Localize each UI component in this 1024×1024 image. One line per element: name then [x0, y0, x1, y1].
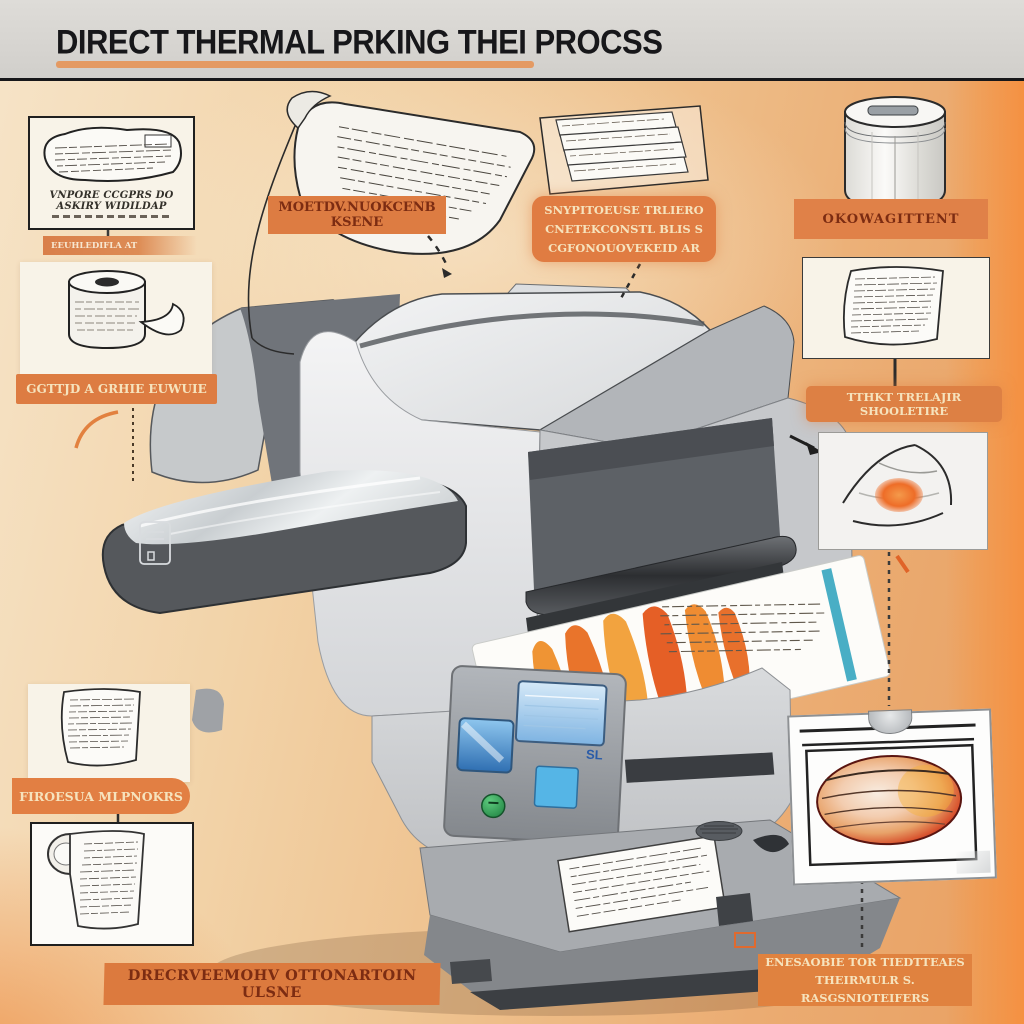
power-button[interactable]	[481, 793, 506, 819]
left-roll-text: GGTTJD A GRHIE EUWUIE	[26, 382, 207, 396]
page-title: DIRECT THERMAL PRKING THEI PROCSS	[56, 22, 663, 62]
sheet-stack-sketch	[539, 105, 709, 195]
paper-out-label: FIROESUA MLPNOKRS	[12, 778, 190, 814]
vent-grille	[695, 821, 743, 841]
orange-marker	[734, 932, 756, 948]
scroll-card	[30, 822, 194, 946]
bottom-label-text: DRECRVEEMOHV OTTONARTOIN ULSNE	[127, 967, 417, 1001]
print-head-bar	[528, 418, 774, 480]
stack-label-box: SNYPITOEUSE TRLIERO CNETEKCONSTL BLIS S …	[532, 196, 716, 262]
label-pack-sketch	[42, 126, 182, 182]
base-foot-left	[450, 959, 492, 984]
connectors	[74, 226, 910, 952]
crumpled-card	[818, 432, 988, 550]
teal-stripe	[821, 568, 857, 682]
printed-text-lines	[660, 603, 825, 653]
bottom-label-bar: DRECRVEEMOHV OTTONARTOIN ULSNE	[103, 963, 441, 1005]
dashed-arrow	[427, 235, 450, 269]
header-bar: DIRECT THERMAL PRKING THEI PROCSS	[0, 0, 1024, 81]
roll-label-text: OKOWAGITTENT	[822, 211, 960, 227]
thermal-printer: SL	[101, 283, 902, 1010]
head-label-text: TTHKT TRELAJIR SHOOLETIRE	[846, 390, 962, 418]
output-slot-shadow	[526, 562, 784, 634]
front-output-slot	[624, 752, 775, 783]
printer-lid-seam	[359, 311, 705, 349]
heated-label-card	[787, 708, 997, 886]
arrowhead-icon	[442, 268, 452, 278]
receipt-sketch	[557, 835, 727, 933]
orange-arc	[74, 410, 119, 449]
title-underline	[56, 61, 534, 68]
stack-label-line2: CNETEKCONSTL BLIS S	[545, 221, 703, 236]
left-roll-card	[20, 262, 212, 374]
control-panel: SL	[443, 665, 775, 845]
paper-out-card	[28, 684, 190, 782]
printed-doc-card	[802, 257, 990, 359]
printed-document-sketch	[842, 266, 944, 346]
media-feed-label: MOETDV.NUOKCENB KSENE	[268, 196, 446, 234]
energy-label-line1: ENESAOBIE TOR TIEDTTEAES	[765, 955, 965, 969]
glossy-media-sheet	[124, 470, 458, 545]
status-display[interactable]	[514, 680, 608, 747]
media-feed-text: MOETDV.NUOKCENB KSENE	[278, 200, 436, 230]
dotted-connector	[618, 263, 642, 301]
paper-out-text: FIROESUA MLPNOKRS	[19, 788, 183, 804]
feed-strip-label: EEUHLEDIFLA AT	[43, 236, 197, 255]
base-foot-right	[716, 893, 753, 926]
heated-label-sketch	[799, 723, 978, 867]
supply-pack-caption: VNPORE CCGPRS DO ASKIRY WIDILDAP	[49, 190, 174, 212]
corner-fold	[955, 850, 991, 874]
media-roll-sketch	[844, 96, 946, 210]
stack-label-line3: CGFONOUOVEKEID AR	[548, 240, 700, 255]
energy-label-line2: THEIRMULR S. RASGSNIOTEIFERS	[800, 973, 930, 1005]
head-label-box: TTHKT TRELAJIR SHOOLETIRE	[806, 386, 1002, 422]
document-sketch	[60, 688, 141, 767]
caption-subline	[52, 215, 171, 218]
stack-label-line1: SNYPITOEUSE TRLIERO	[544, 202, 704, 217]
base-hook	[753, 834, 789, 853]
touch-key[interactable]	[533, 765, 579, 809]
paper-scroll-sketch	[47, 830, 145, 930]
roll-label-box: OKOWAGITTENT	[794, 199, 988, 239]
panel-logo: SL	[586, 747, 603, 763]
crumpled-paper-sketch	[842, 444, 953, 527]
orange-tick	[895, 554, 910, 574]
energy-label-box: ENESAOBIE TOR TIEDTTEAES THEIRMULR S. RA…	[758, 954, 972, 1006]
side-tab	[192, 688, 224, 733]
label-roll-sketch	[68, 270, 185, 350]
feed-strip-text: EEUHLEDIFLA AT	[51, 240, 138, 251]
left-roll-label: GGTTJD A GRHIE EUWUIE	[16, 374, 217, 404]
media-icon-badge	[139, 521, 171, 565]
paper-tray	[101, 470, 467, 615]
platen-roller	[525, 535, 797, 616]
supply-pack-card: VNPORE CCGPRS DO ASKIRY WIDILDAP	[28, 116, 195, 230]
